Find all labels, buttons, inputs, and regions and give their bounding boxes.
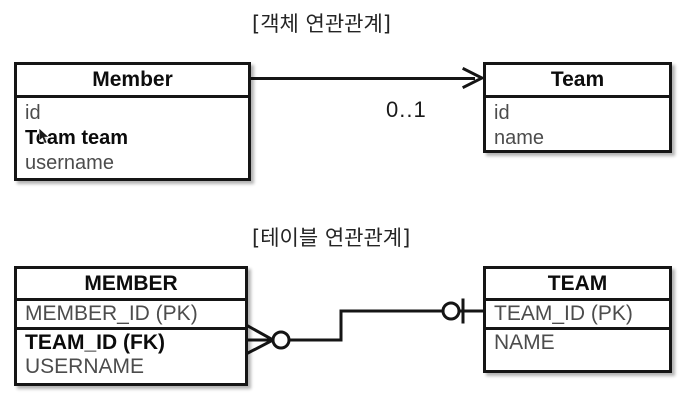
class-box-member: Member id Team team username xyxy=(14,62,251,181)
class-field-member-team: Team team xyxy=(25,127,129,149)
class-box-team-title: Team xyxy=(486,65,669,98)
table-box-member-columns-section: TEAM_ID (FK) USERNAME xyxy=(17,327,245,380)
table-association-caption: [테이블 연관관계] xyxy=(252,226,411,250)
class-field-team-name: name xyxy=(494,127,545,149)
association-multiplicity-label: 0..1 xyxy=(386,97,427,122)
class-box-member-attributes: id Team team username xyxy=(17,98,248,176)
class-field-team-id: id xyxy=(494,102,510,124)
table-column-name: NAME xyxy=(494,331,555,354)
erd-relationship-line xyxy=(287,309,445,342)
table-column-team-id-fk: TEAM_ID (FK) xyxy=(25,331,165,354)
table-box-member-pk-section: MEMBER_ID (PK) xyxy=(17,301,245,327)
class-field-member-id: id xyxy=(25,102,41,124)
zero-cardinality-circle-right xyxy=(441,301,461,321)
table-box-team-title: TEAM xyxy=(486,269,669,301)
table-box-team-columns-section: NAME xyxy=(486,327,669,356)
table-box-member-title: MEMBER xyxy=(17,269,245,301)
class-box-team-attributes: id name xyxy=(486,98,669,151)
table-column-username: USERNAME xyxy=(25,355,145,378)
class-box-member-title: Member xyxy=(17,65,248,98)
crows-foot-icon xyxy=(245,323,276,356)
class-box-team: Team id name xyxy=(483,62,672,153)
class-field-member-username: username xyxy=(25,152,114,174)
table-box-team: TEAM TEAM_ID (PK) NAME xyxy=(483,266,672,373)
table-column-team-id-pk: TEAM_ID (PK) xyxy=(494,302,633,325)
association-line xyxy=(250,77,475,80)
erd-relationship-connector xyxy=(245,298,488,356)
mouse-pointer-icon xyxy=(39,128,50,145)
association-arrowhead-icon xyxy=(462,67,484,89)
zero-cardinality-circle-left xyxy=(271,330,291,350)
table-box-member: MEMBER MEMBER_ID (PK) TEAM_ID (FK) USERN… xyxy=(14,266,248,386)
table-column-member-id: MEMBER_ID (PK) xyxy=(25,302,198,325)
object-association-caption: [객체 연관관계] xyxy=(252,12,391,36)
table-box-team-pk-section: TEAM_ID (PK) xyxy=(486,301,669,327)
